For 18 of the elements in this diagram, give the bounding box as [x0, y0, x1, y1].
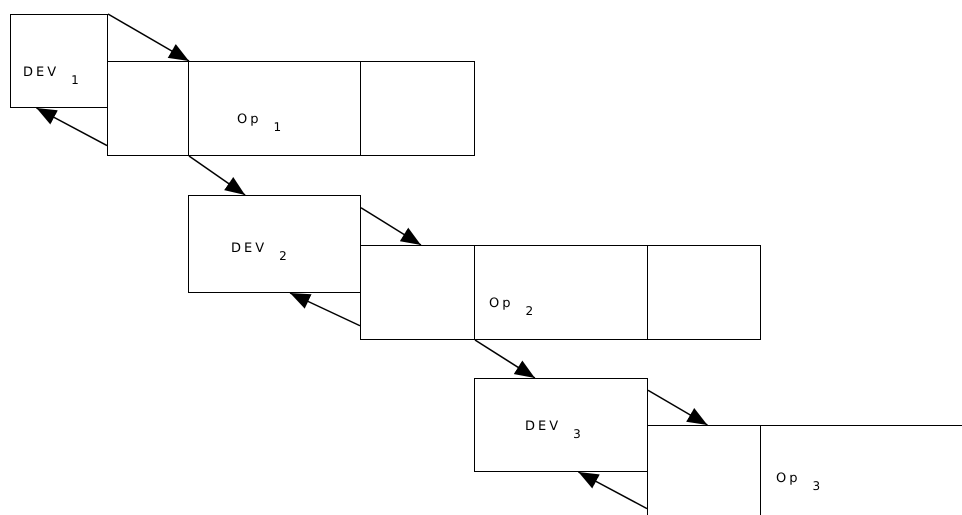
arrow: [578, 471, 648, 510]
process-box: [474, 245, 648, 340]
process-box: [188, 195, 361, 293]
empty-box: [647, 245, 761, 340]
arrow: [188, 155, 246, 196]
empty-box: [107, 61, 189, 156]
arrow: [648, 390, 708, 426]
arrow: [360, 207, 422, 246]
process-box: [10, 14, 108, 108]
empty-box: [360, 61, 475, 156]
process-box: [188, 61, 361, 156]
arrow: [474, 339, 536, 379]
arrow: [290, 292, 360, 326]
process-box: [474, 378, 648, 472]
empty-box: [647, 425, 761, 515]
empty-box: [360, 245, 475, 340]
arrow: [36, 107, 108, 146]
arrow: [108, 13, 190, 62]
